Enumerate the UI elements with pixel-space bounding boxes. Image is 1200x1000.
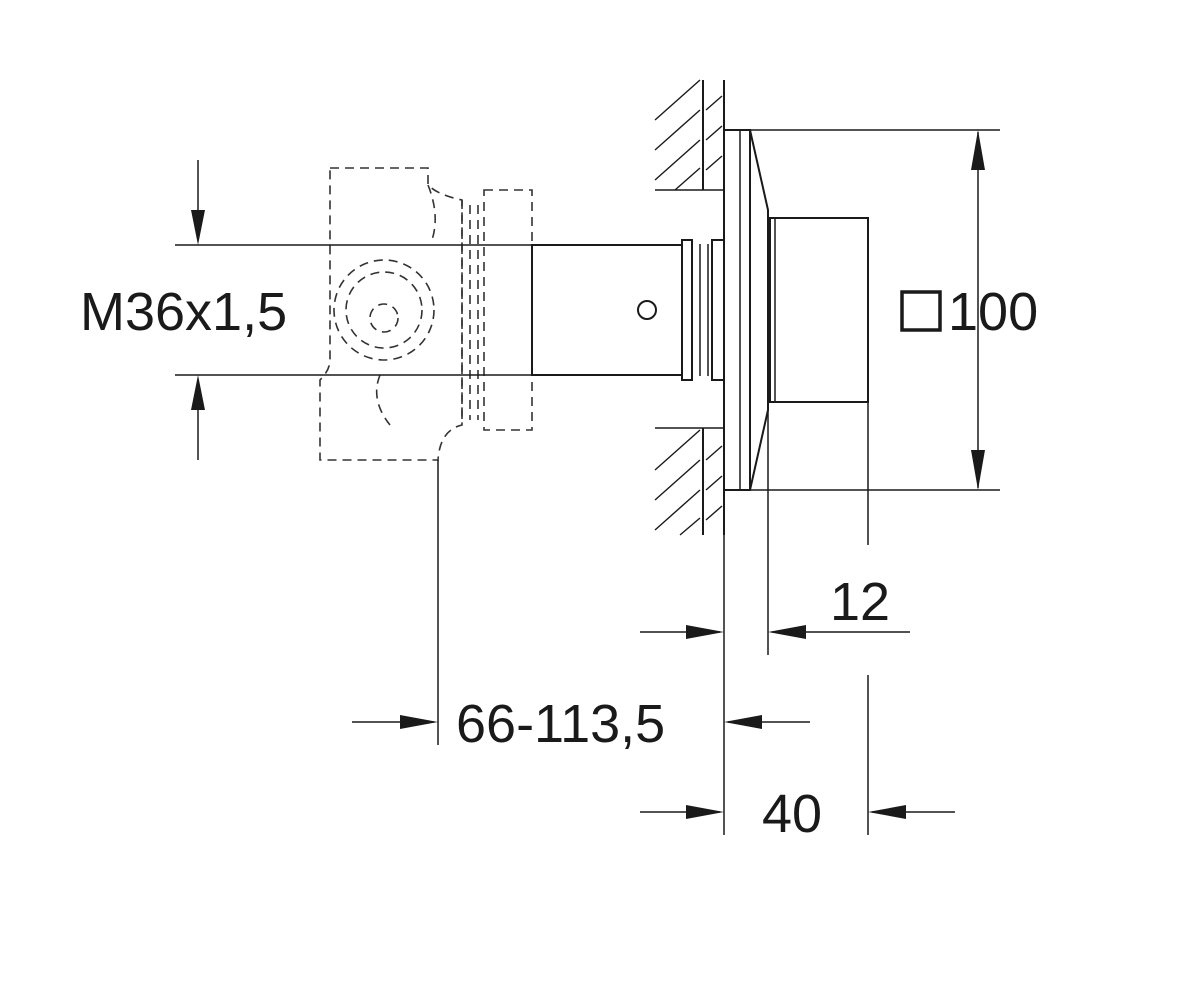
installation-range-dimension (352, 460, 810, 745)
cap-depth-dimension (640, 402, 910, 835)
wall-section-bottom (654, 427, 724, 536)
thread-dimension (175, 160, 532, 460)
installation-range-label: 66-113,5 (456, 694, 665, 754)
total-depth-label: 40 (762, 784, 822, 844)
thread-spec-label: M36x1,5 (80, 282, 287, 342)
concealed-valve-body (319, 167, 533, 461)
cap-depth-label: 12 (830, 572, 890, 632)
wall-section-top (654, 79, 725, 535)
cover-plate (724, 129, 769, 491)
spindle-extension (531, 239, 725, 381)
square-icon (900, 290, 942, 332)
total-depth-dimension (640, 675, 955, 835)
plate-size-label: 100 (948, 282, 1038, 342)
handle-cap (769, 217, 869, 403)
plate-size-dimension (750, 129, 1000, 491)
